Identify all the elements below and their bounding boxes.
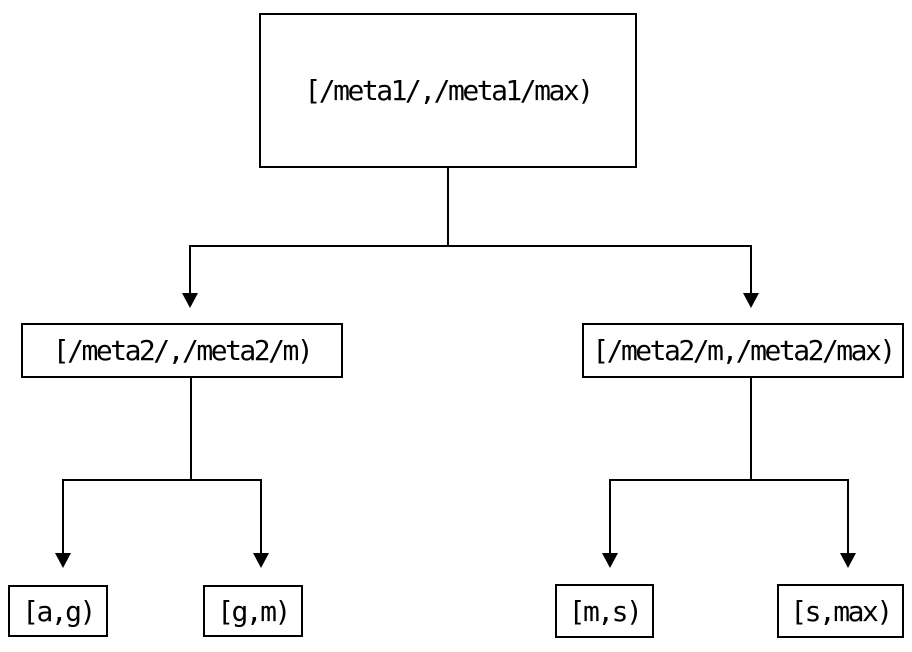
arrow-down-icon <box>253 553 269 568</box>
connector-root-to-left <box>189 245 191 293</box>
tree-node-label: [/meta2/m,/meta2/max) <box>592 334 896 367</box>
connector-right-to-smax <box>847 479 849 553</box>
tree-node-root: [/meta1/,/meta1/max) <box>259 13 637 168</box>
connector-right-crossbar <box>609 479 849 481</box>
connector-root-to-right <box>750 245 752 293</box>
connector-left-crossbar <box>62 479 262 481</box>
connector-root-crossbar <box>189 245 752 247</box>
tree-node-leaf-smax: [s,max) <box>777 584 904 638</box>
connector-left-stem <box>190 378 192 481</box>
connector-left-to-ag <box>62 479 64 553</box>
tree-node-label: [m,s) <box>568 594 643 628</box>
arrow-down-icon <box>182 293 198 308</box>
tree-node-leaf-gm: [g,m) <box>203 585 303 637</box>
arrow-down-icon <box>55 553 71 568</box>
tree-node-right: [/meta2/m,/meta2/max) <box>582 323 904 378</box>
tree-node-left: [/meta2/,/meta2/m) <box>21 323 343 378</box>
tree-node-leaf-ms: [m,s) <box>555 584 654 638</box>
arrow-down-icon <box>743 293 759 308</box>
tree-node-label: [g,m) <box>217 594 291 628</box>
arrow-down-icon <box>840 553 856 568</box>
connector-left-to-gm <box>260 479 262 553</box>
tree-node-label: [/meta2/,/meta2/m) <box>52 334 314 367</box>
tree-node-label: [/meta1/,/meta1/max) <box>304 74 594 107</box>
tree-node-leaf-ag: [a,g) <box>8 585 108 637</box>
connector-root-stem <box>447 168 449 246</box>
tree-node-label: [s,max) <box>790 594 893 628</box>
arrow-down-icon <box>602 553 618 568</box>
tree-node-label: [a,g) <box>22 594 96 628</box>
connector-right-to-ms <box>609 479 611 553</box>
connector-right-stem <box>750 378 752 481</box>
